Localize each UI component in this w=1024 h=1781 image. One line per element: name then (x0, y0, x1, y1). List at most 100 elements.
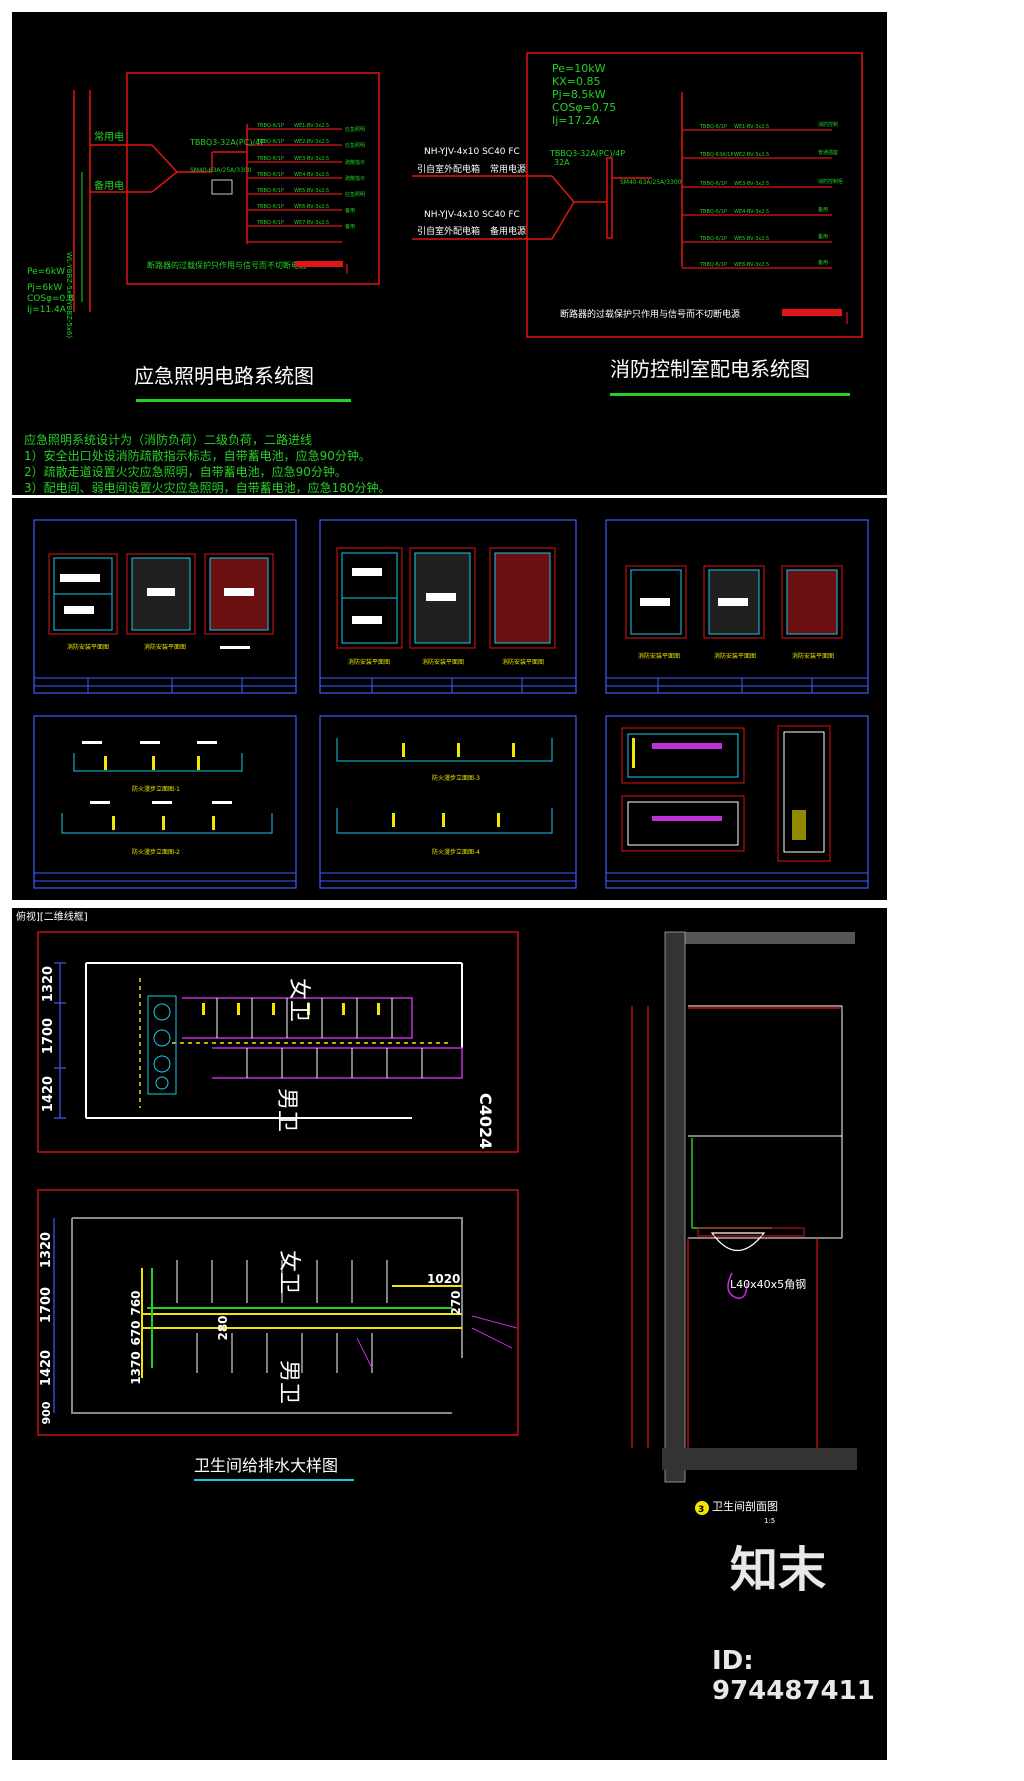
svg-text:WE5-BV-3x2.5: WE5-BV-3x2.5 (734, 236, 769, 242)
section-angle-label: L40x40x5角钢 (730, 1278, 806, 1291)
toilet-section: L40x40x5角钢 3 卫生间剖面图 1:5 (631, 931, 857, 1525)
sheet-caption: 防火漫步立面图-2 (132, 848, 180, 856)
emergency-pe: Pe=6kW (27, 267, 65, 277)
fire-source-2b: 备用电源 (490, 225, 526, 237)
emergency-title: 应急照明电路系统图 (134, 364, 314, 388)
emergency-pj: Pj=6kW (27, 283, 62, 293)
plan1-door-label: C4024 (476, 1093, 495, 1149)
plan2-female-label: 女卫 (276, 1250, 301, 1294)
sheet-grid-panel: 消防安装平面图 消防安装平面图 消防安装平面图 消防安装平面图 消防安装平面图 (12, 498, 887, 900)
svg-text:WE3-BV-3x2.5: WE3-BV-3x2.5 (734, 181, 769, 187)
sheet-caption: 消防安装平面图 (792, 652, 834, 660)
plan1-dim-3: 1420 (41, 1076, 56, 1112)
sheet-caption: 防火漫步立面图-1 (132, 785, 180, 793)
sheet-5: 防火漫步立面图-3 防火漫步立面图-4 (319, 715, 577, 889)
svg-text:WE5-BV-3x2.5: WE5-BV-3x2.5 (294, 188, 329, 194)
svg-text:TBBQ-6/1P: TBBQ-6/1P (699, 262, 727, 268)
fire-kx: KX=0.85 (552, 75, 600, 88)
svg-text:备用: 备用 (818, 206, 828, 213)
fire-source-1b: 常用电源 (490, 163, 526, 175)
plan2-male-label: 男卫 (276, 1360, 301, 1404)
svg-text:WE7-BV-3x2.5: WE7-BV-3x2.5 (294, 220, 329, 226)
svg-text:普通插座: 普通插座 (818, 149, 838, 156)
plan-1-frame (37, 931, 519, 1153)
sheet-grid-drawing: 消防安装平面图 消防安装平面图 消防安装平面图 消防安装平面图 消防安装平面图 (33, 519, 869, 889)
svg-text:TBBQ-6/1P: TBBQ-6/1P (699, 124, 727, 130)
svg-text:TBBQ-6/1P: TBBQ-6/1P (256, 204, 284, 210)
plan2-dim-4: 900 (40, 1401, 53, 1424)
note-line: 应急照明系统设计为（消防负荷）二级负荷，二路进线 (24, 433, 313, 447)
toilet-detail-drawing: 俯视][二维线框] 1320 1700 1420 (16, 910, 857, 1525)
plan2-inner-5: 270 (449, 1290, 463, 1315)
plan1-dim-1: 1320 (41, 966, 56, 1002)
sheet-caption: 防火漫步立面图-4 (432, 848, 480, 856)
svg-text:WL-YBBZ-5x6(YBBZ-5x6): WL-YBBZ-5x6(YBBZ-5x6) (65, 252, 73, 338)
svg-text:备用: 备用 (818, 259, 828, 266)
fire-pe: Pe=10kW (552, 62, 606, 75)
svg-text:TBBQ-6/1P: TBBQ-6/1P (699, 181, 727, 187)
plan2-inner-6: 1020 (427, 1272, 460, 1286)
emergency-box (126, 72, 380, 285)
plan1-female-label: 女卫 (286, 978, 311, 1022)
emergency-cos: COSφ=0.8 (27, 294, 74, 304)
plan-2-frame (37, 1189, 519, 1436)
svg-text:WE6-BV-3x2.5: WE6-BV-3x2.5 (294, 204, 329, 210)
fire-footnote: 断路器的过载保护只作用与信号而不切断电源 (560, 308, 740, 320)
view-tab-label[interactable]: 俯视][二维线框] (16, 910, 88, 923)
sheet-caption: 消防安装平面图 (348, 658, 390, 666)
svg-text:备用: 备用 (345, 223, 355, 230)
resource-id: ID: 974487411 (712, 1646, 875, 1706)
svg-text:消防控制柜: 消防控制柜 (818, 178, 843, 185)
section-scale: 1:5 (764, 1517, 775, 1525)
section-number: 3 (698, 1505, 704, 1515)
emergency-footnote: 断路器的过载保护只作用与信号而不切断电源 (147, 260, 307, 270)
svg-text:备用: 备用 (345, 207, 355, 214)
normal-supply-label: 常用电 (94, 130, 124, 143)
svg-text:WE1-BV-3x2.5: WE1-BV-3x2.5 (734, 124, 769, 130)
emergency-breaker-label: TBBQ3-32A(PC)/4P (189, 138, 265, 147)
plan2-inner-1: 760 (129, 1290, 143, 1315)
fire-cos: COSφ=0.75 (552, 101, 616, 114)
svg-text:WE4-BV-3x2.5: WE4-BV-3x2.5 (734, 209, 769, 215)
fire-control-box (526, 52, 863, 338)
sheet-6 (605, 715, 869, 889)
plan2-inner-3: 1370 (129, 1351, 143, 1384)
plan2-inner-4: 280 (216, 1315, 230, 1340)
svg-text:WE2-BV-3x2.5: WE2-BV-3x2.5 (294, 139, 329, 145)
fire-source-1: 引自室外配电箱 (417, 163, 480, 175)
plan2-dim-2: 1700 (39, 1287, 54, 1323)
sheet-3: 消防安装平面图 消防安装平面图 消防安装平面图 (605, 519, 869, 694)
sheet-caption: 消防安装平面图 (144, 643, 186, 651)
svg-text:WE4-BV-3x2.5: WE4-BV-3x2.5 (294, 172, 329, 178)
svg-text:疏散指示: 疏散指示 (345, 159, 365, 166)
svg-text:TBBQ-6/1P: TBBQ-6/1P (256, 172, 284, 178)
plan2-inner-2: 670 (129, 1320, 143, 1345)
backup-supply-label: 备用电 (94, 179, 124, 192)
sheet-caption: 消防安装平面图 (714, 652, 756, 660)
plan2-dim-1: 1320 (39, 1232, 54, 1268)
svg-text:WE1-BV-3x2.5: WE1-BV-3x2.5 (294, 123, 329, 129)
emergency-switch-label: SM40-63A/25A/3300 (190, 167, 252, 174)
sheet-2: 消防安装平面图 消防安装平面图 消防安装平面图 (319, 519, 577, 694)
fire-breaker-b: 32A (554, 158, 570, 167)
brand-logo: 知末 (730, 1542, 827, 1598)
fire-switch: SM40-63A/25A/3300 (620, 179, 682, 186)
fire-cable-2: NH-YJV-4x10 SC40 FC (424, 210, 520, 220)
toilet-detail-panel: 俯视][二维线框] 1320 1700 1420 (12, 908, 887, 1760)
section-title: 卫生间剖面图 (712, 1499, 778, 1513)
svg-text:TBBQ-63A/1P: TBBQ-63A/1P (699, 152, 733, 158)
svg-text:应急照明: 应急照明 (345, 191, 365, 198)
svg-text:WE3-BV-3x2.5: WE3-BV-3x2.5 (294, 156, 329, 162)
svg-text:TBBQ-6/1P: TBBQ-6/1P (699, 209, 727, 215)
svg-text:WE2-BV-3x2.5: WE2-BV-3x2.5 (734, 152, 769, 158)
fire-title: 消防控制室配电系统图 (610, 357, 810, 381)
svg-text:TBBQ-6/1P: TBBQ-6/1P (699, 236, 727, 242)
fire-breaker: TBBQ3-32A(PC)/4P (549, 149, 625, 158)
svg-text:应急照明: 应急照明 (345, 142, 365, 149)
plan1-dim-2: 1700 (41, 1018, 56, 1054)
emergency-ij: Ij=11.4A (27, 305, 67, 315)
system-diagram-drawing: WL-YBBZ-5x6(YBBZ-5x6) TBBQ-6/1P WE1-BV-3x… (27, 52, 863, 402)
svg-text:TBBQ-6/1P: TBBQ-6/1P (256, 139, 284, 145)
sheet-1: 消防安装平面图 消防安装平面图 (33, 519, 297, 694)
svg-text:TBBQ-6/1P: TBBQ-6/1P (256, 220, 284, 226)
